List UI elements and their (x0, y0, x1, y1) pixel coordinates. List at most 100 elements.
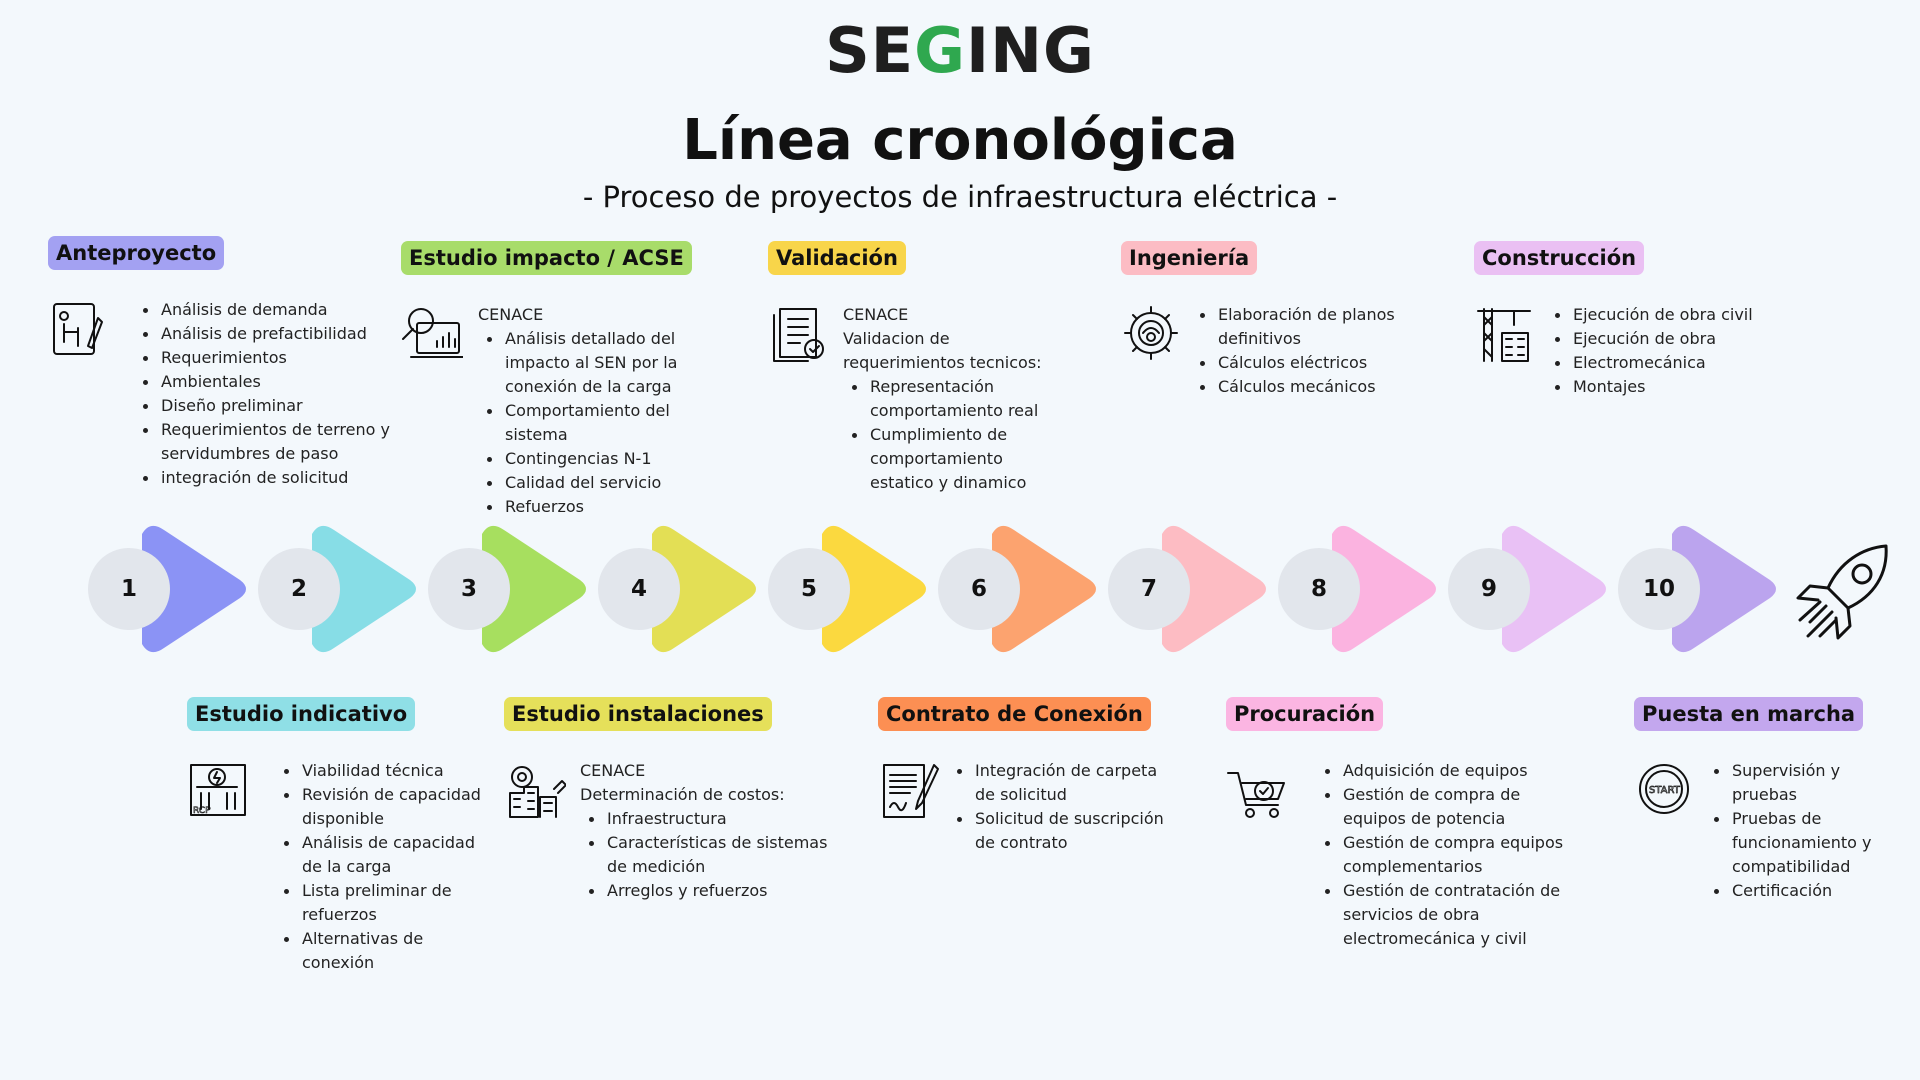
step-arrow (142, 525, 246, 653)
step-arrow (1672, 525, 1776, 653)
logo-text-se: SE (825, 14, 915, 87)
timeline-step-3: 3 (428, 524, 588, 654)
phase-item: Integración de carpeta de solicitud (948, 759, 1168, 807)
phase-label: Estudio instalaciones (504, 697, 772, 731)
phase-item: Gestión de compra de equipos de potencia (1316, 783, 1586, 831)
phase-item: Cálculos eléctricos (1191, 351, 1411, 375)
step-number: 10 (1618, 548, 1700, 630)
start-button-icon: START (1634, 759, 1696, 821)
phase-item: Montajes (1546, 375, 1796, 399)
phase-item: Viabilidad técnica (275, 759, 495, 783)
logo-text-ing: ING (966, 14, 1095, 87)
timeline-step-10: 10 (1618, 524, 1778, 654)
engineer-gear-icon (1121, 303, 1183, 365)
phase-item: Análisis de demanda (134, 298, 394, 322)
step-number: 3 (428, 548, 510, 630)
timeline-step-2: 2 (258, 524, 418, 654)
step-number: 7 (1108, 548, 1190, 630)
phase-item: Cumplimiento de comportamiento estatico … (843, 423, 1063, 495)
phase-item-list: Análisis detallado del impacto al SEN po… (478, 327, 688, 519)
step-arrow (1162, 525, 1266, 653)
page-title: Línea cronológica (682, 108, 1238, 173)
phase-item: Refuerzos (478, 495, 688, 519)
page-subtitle: - Proceso de proyectos de infraestructur… (582, 180, 1338, 214)
phase-label: Contrato de Conexión (878, 697, 1151, 731)
phase-item: Alternativas de conexión (275, 927, 495, 975)
magnifier-laptop-icon (401, 303, 464, 365)
step-number: 8 (1278, 548, 1360, 630)
phase-intro-text: Determinación de costos: (580, 785, 785, 804)
timeline-step-6: 6 (938, 524, 1098, 654)
timeline-step-9: 9 (1448, 524, 1608, 654)
rocket-icon (1796, 544, 1888, 640)
phase-item: Contingencias N-1 (478, 447, 688, 471)
phase-intro-text: CENACE (478, 305, 544, 324)
approved-document-icon (768, 303, 830, 365)
phase-item: Características de sistemas de medición (580, 831, 830, 879)
phase-item: Solicitud de suscripción de contrato (948, 807, 1168, 855)
phase-item: Electromecánica (1546, 351, 1796, 375)
contract-signature-icon (878, 759, 940, 821)
step-arrow (822, 525, 926, 653)
shopping-cart-gear-icon (1226, 759, 1288, 821)
step-arrow (652, 525, 756, 653)
step-number: 2 (258, 548, 340, 630)
step-number: 6 (938, 548, 1020, 630)
step-number: 1 (88, 548, 170, 630)
phase-estudio-impacto-acse: Estudio impacto / ACSE CENACE Análisis det… (401, 241, 692, 516)
phase-label: Validación (768, 241, 906, 275)
phase-label: Puesta en marcha (1634, 697, 1864, 731)
phase-item: Diseño preliminar (134, 394, 394, 418)
step-number: 9 (1448, 548, 1530, 630)
phase-item: Ejecución de obra (1546, 327, 1796, 351)
step-number: 4 (598, 548, 680, 630)
phase-item: Pruebas de funcionamiento y compatibilid… (1705, 807, 1905, 879)
timeline-step-1: 1 (88, 524, 248, 654)
phase-label: Construcción (1474, 241, 1645, 275)
phase-item: Arreglos y refuerzos (580, 879, 830, 903)
timeline-step-5: 5 (768, 524, 928, 654)
phase-label: Estudio indicativo (187, 697, 416, 731)
phase-item: Análisis de capacidad de la carga (275, 831, 495, 879)
phase-item: Infraestructura (580, 807, 830, 831)
phase-item: Lista preliminar de refuerzos (275, 879, 495, 927)
crane-building-icon (1474, 303, 1536, 365)
phase-intro-text: CENACE (843, 305, 909, 324)
phase-item: Revisión de capacidad disponible (275, 783, 495, 831)
phase-item: Calidad del servicio (478, 471, 688, 495)
phase-description: CENACE Análisis detallado del impacto al … (478, 303, 688, 519)
phase-item: Requerimientos (134, 346, 394, 370)
phase-item: Cálculos mecánicos (1191, 375, 1411, 399)
factory-gear-icon (504, 759, 567, 821)
phase-item: Elaboración de planos definitivos (1191, 303, 1411, 351)
step-arrow (1502, 525, 1606, 653)
phase-item: Comportamiento del sistema (478, 399, 688, 447)
step-arrow (312, 525, 416, 653)
phase-label: Estudio impacto / ACSE (401, 241, 692, 275)
phase-item: Gestión de compra equipos complementario… (1316, 831, 1586, 879)
electrical-schematic-icon: RCP (187, 759, 249, 821)
phase-label: Ingeniería (1121, 241, 1258, 275)
step-number: 5 (768, 548, 850, 630)
